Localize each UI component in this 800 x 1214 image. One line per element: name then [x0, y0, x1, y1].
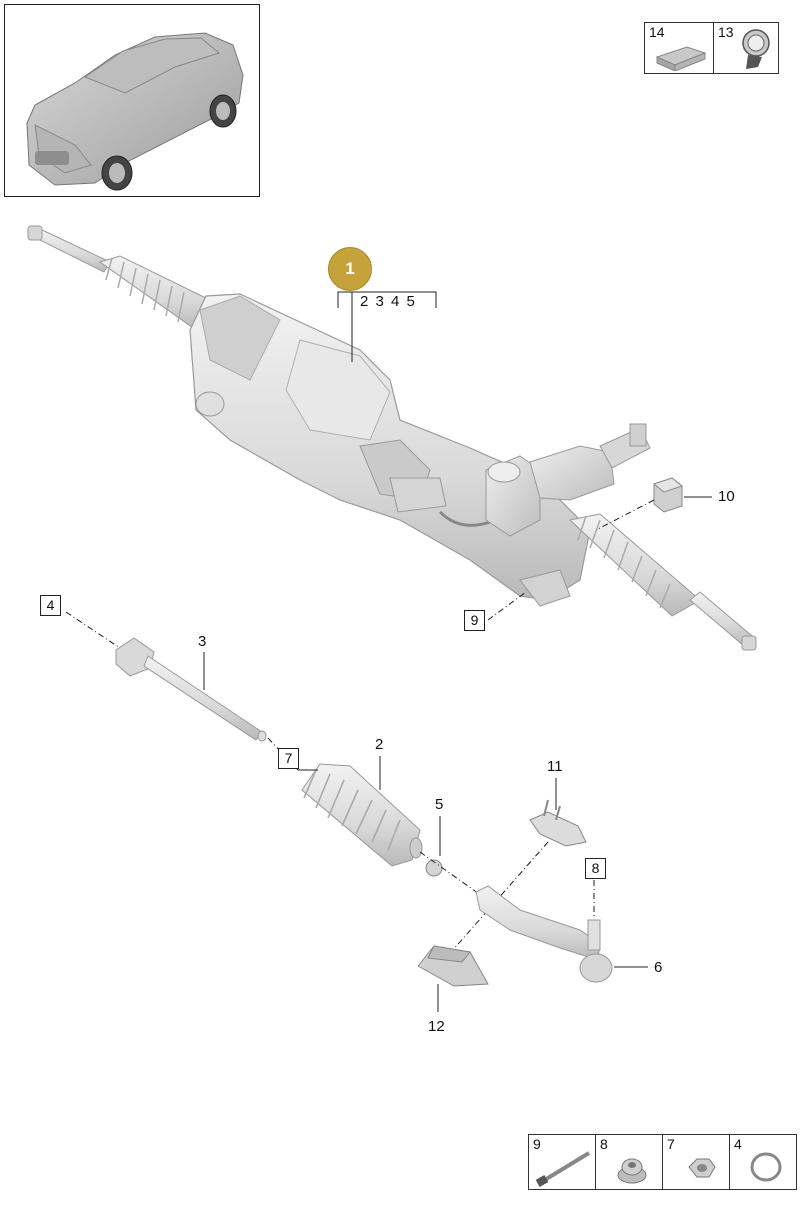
callout-6[interactable]: 6: [654, 959, 663, 976]
hex-nut-icon: [688, 1158, 716, 1178]
callout-5[interactable]: 5: [435, 796, 444, 813]
callout-7[interactable]: 7: [278, 748, 299, 769]
footer-cell-7[interactable]: 7: [662, 1134, 730, 1190]
ring-clip-icon: [750, 1152, 782, 1182]
footer-cell-number: 4: [734, 1136, 742, 1152]
header-cell-13[interactable]: 13: [713, 22, 779, 74]
part-11-clip[interactable]: [529, 799, 587, 847]
gray-block-icon: [655, 46, 707, 71]
part-6-outer-tie-rod-end[interactable]: [475, 885, 613, 983]
part-12-shield[interactable]: [417, 945, 489, 987]
flange-nut-icon: [617, 1158, 647, 1184]
sub-part-numbers: 2 3 4 5: [360, 293, 415, 310]
vehicle-thumbnail-frame: [4, 4, 260, 197]
vehicle-thumbnail-image: [26, 32, 244, 191]
part-3-inner-tie-rod[interactable]: [115, 637, 267, 742]
right-bellows: [568, 513, 701, 617]
left-bellows: [98, 255, 211, 331]
callout-2[interactable]: 2: [375, 736, 384, 753]
header-cell-14[interactable]: 14: [644, 22, 714, 74]
steering-rack-assembly[interactable]: [27, 225, 757, 651]
main-part-badge[interactable]: 1: [328, 247, 372, 291]
footer-cell-8[interactable]: 8: [595, 1134, 663, 1190]
callout-11[interactable]: 11: [547, 758, 563, 775]
bolt-icon: [535, 1151, 591, 1187]
callout-4[interactable]: 4: [40, 595, 61, 616]
footer-cell-9[interactable]: 9: [528, 1134, 596, 1190]
part-2-bellows[interactable]: [301, 763, 423, 867]
header-cell-number: 13: [718, 24, 734, 40]
part-10-bushing[interactable]: [652, 477, 684, 513]
header-cell-number: 14: [649, 24, 665, 40]
callout-12[interactable]: 12: [428, 1018, 445, 1035]
callout-8[interactable]: 8: [585, 858, 606, 879]
footer-cell-number: 8: [600, 1136, 608, 1152]
callout-3[interactable]: 3: [198, 633, 207, 650]
footer-cell-4[interactable]: 4: [729, 1134, 797, 1190]
footer-cell-number: 9: [533, 1136, 541, 1152]
callout-10[interactable]: 10: [718, 488, 735, 505]
callout-9[interactable]: 9: [464, 610, 485, 631]
tag-medallion-icon: [742, 29, 770, 69]
footer-cell-number: 7: [667, 1136, 675, 1152]
